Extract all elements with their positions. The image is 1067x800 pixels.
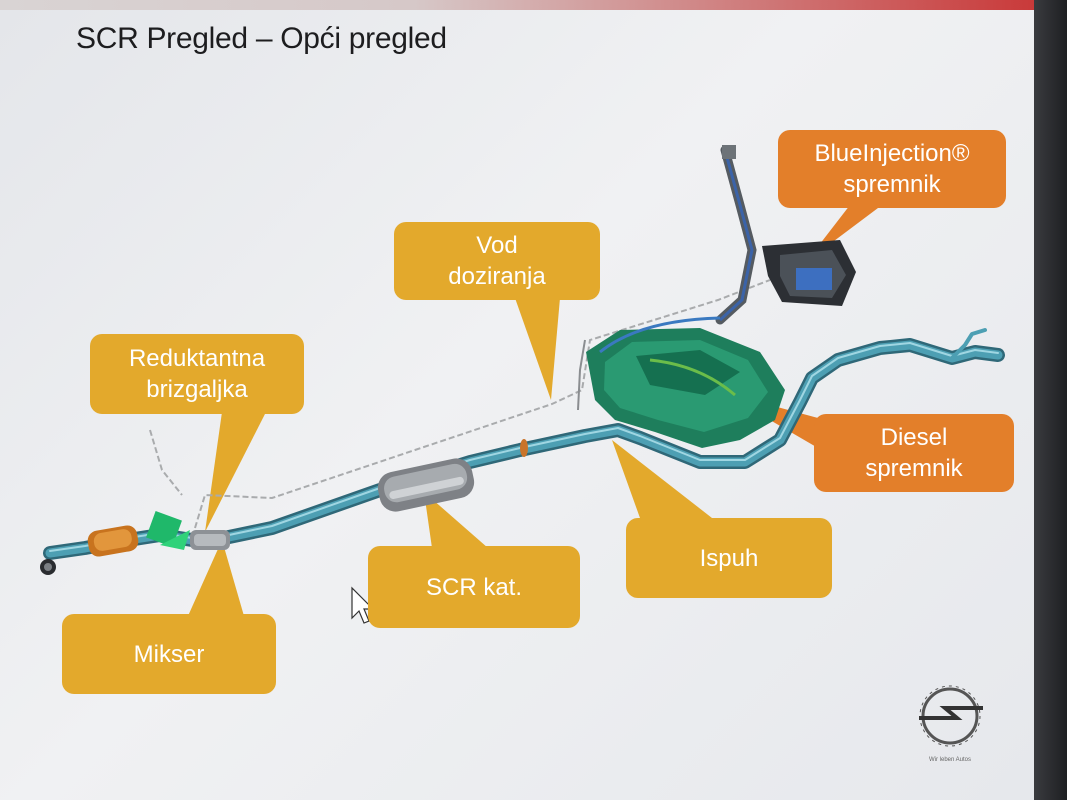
mixer: [190, 530, 230, 550]
callout-reductant-injector-label: Reduktantna brizgaljka: [128, 345, 266, 403]
callout-blueinjection-tank: BlueInjection® spremnik: [778, 130, 1006, 208]
reductant-injector: [146, 511, 190, 550]
dosing-line: [149, 279, 771, 529]
brand-logo: Wir leben Autos: [905, 682, 995, 772]
pointer-ispuh: [612, 440, 712, 518]
callout-scr-catalyst: SCR kat.: [368, 546, 580, 628]
slide-title: SCR Pregled – Opći pregled: [76, 22, 447, 55]
slide: SCR Pregled – Opći pregled: [0, 0, 1034, 800]
callout-scr-catalyst-label: SCR kat.: [425, 573, 523, 601]
callout-reductant-injector: Reduktantna brizgaljka: [90, 334, 304, 414]
callout-diesel-tank: Diesel spremnik: [814, 414, 1014, 492]
opel-logo-icon: [919, 685, 983, 747]
callout-mixer: Mikser: [62, 614, 276, 694]
pointer-reduktantna: [205, 412, 266, 532]
callout-diesel-tank-label: Diesel spremnik: [865, 424, 963, 482]
logo-tagline: Wir leben Autos: [928, 757, 972, 763]
callout-exhaust-label: Ispuh: [699, 544, 759, 572]
pointer-vod: [515, 298, 560, 400]
pointer-scr: [424, 492, 488, 548]
pointer-mikser: [188, 540, 244, 616]
diesel-tank: [577, 316, 785, 448]
callout-dosing-line-label: Vod doziranja: [448, 232, 546, 290]
callout-dosing-line: Vod doziranja: [394, 222, 600, 300]
callout-mixer-label: Mikser: [133, 640, 205, 668]
blueinjection-tank: [715, 145, 856, 325]
monitor-bezel: [1034, 0, 1067, 800]
pipe-clamp: [520, 439, 528, 457]
top-accent-bar: [0, 0, 1034, 10]
scr-system-diagram: [40, 145, 1005, 623]
callout-blueinjection-label: BlueInjection® spremnik: [814, 140, 970, 198]
front-catalyst: [40, 525, 139, 575]
callout-pointers: [188, 205, 882, 616]
callout-exhaust: Ispuh: [626, 518, 832, 598]
scr-catalyst: [377, 458, 475, 512]
